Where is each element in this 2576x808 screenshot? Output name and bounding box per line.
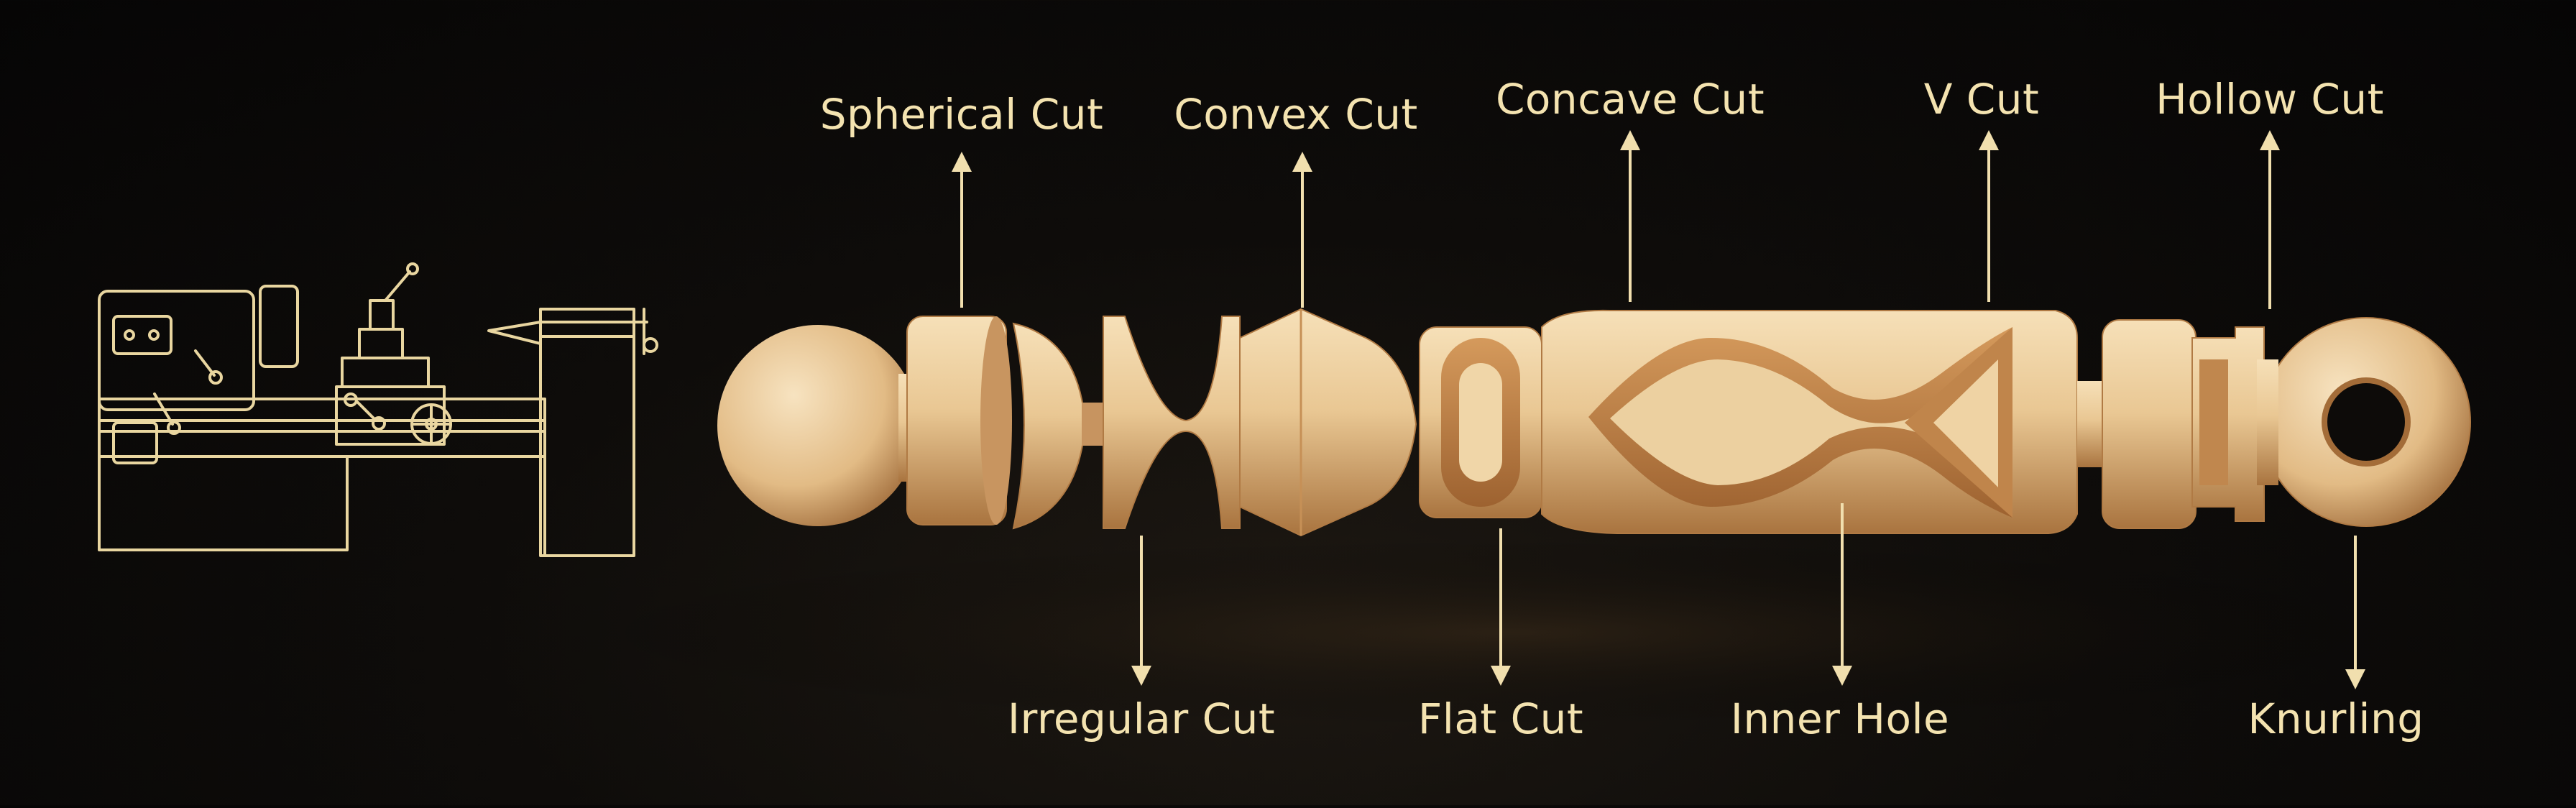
irregular-disc bbox=[1012, 322, 1087, 530]
label-irregular-cut: Irregular Cut bbox=[1007, 694, 1276, 743]
wooden-workpiece bbox=[717, 308, 2471, 537]
shaft-section bbox=[2077, 381, 2106, 467]
irregular-spool bbox=[1103, 316, 1241, 529]
concave-pocket-floor bbox=[1610, 359, 1991, 485]
knurling-groove bbox=[2199, 359, 2228, 485]
flat-cut-recess bbox=[1459, 363, 1502, 482]
convex-section bbox=[1239, 308, 1417, 537]
label-arrows bbox=[952, 130, 2365, 689]
inner-hole-ring-opening bbox=[2324, 380, 2408, 464]
collar-face bbox=[980, 316, 1012, 525]
label-flat-cut: Flat Cut bbox=[1417, 694, 1584, 743]
spherical-section bbox=[717, 325, 919, 526]
v-cut-face bbox=[1933, 359, 1998, 487]
label-concave-cut: Concave Cut bbox=[1495, 75, 1765, 124]
label-knurling: Knurling bbox=[2248, 694, 2424, 743]
label-spherical-cut: Spherical Cut bbox=[819, 90, 1104, 139]
lathe-machine-icon bbox=[98, 262, 658, 557]
hollow-cut-section bbox=[2102, 319, 2196, 529]
label-hollow-cut: Hollow Cut bbox=[2156, 75, 2384, 124]
label-inner-hole: Inner Hole bbox=[1730, 694, 1950, 743]
hole-rim bbox=[2322, 377, 2411, 467]
label-v-cut: V Cut bbox=[1923, 75, 2040, 124]
floor-glow bbox=[575, 539, 2444, 726]
label-convex-cut: Convex Cut bbox=[1174, 90, 1418, 139]
ring-neck bbox=[2257, 359, 2278, 485]
